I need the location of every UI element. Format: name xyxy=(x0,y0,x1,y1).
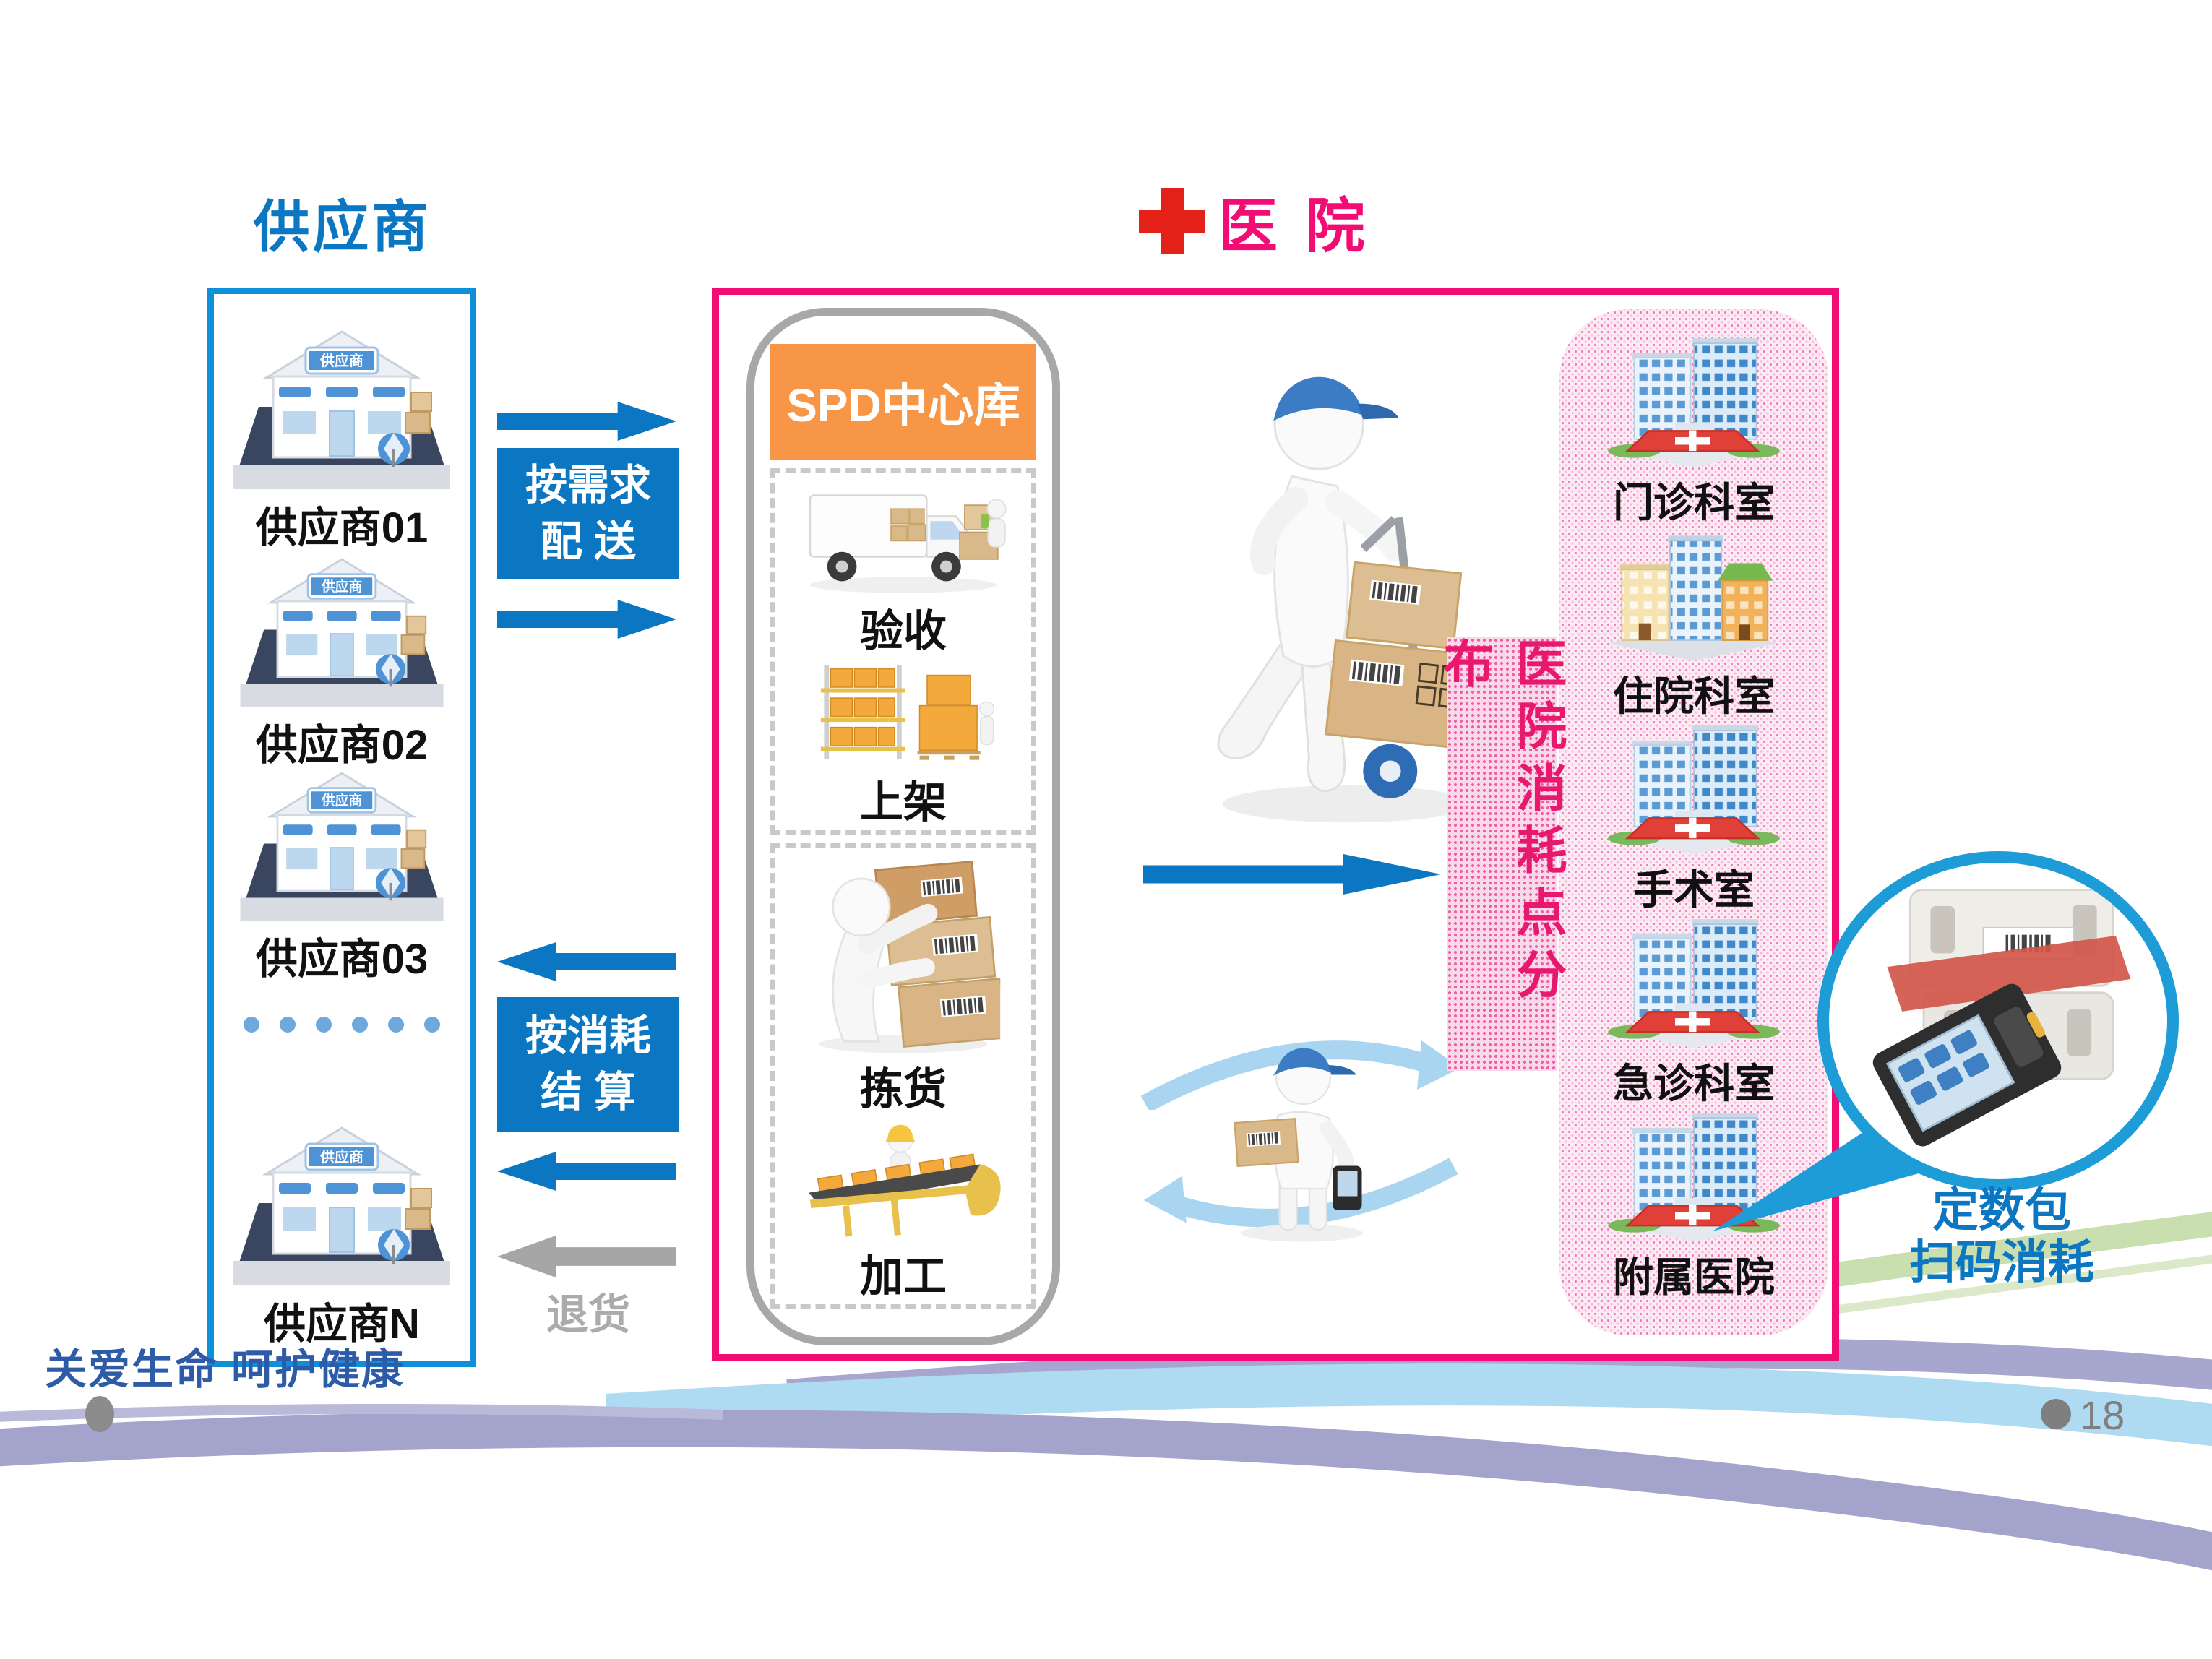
scanner-circle xyxy=(1817,851,2179,1191)
spd-stage-inbound: 验收 上架 xyxy=(770,468,1036,835)
consumption-banner-text: 医院消耗点分布 xyxy=(1437,637,1566,1010)
page-dot-icon xyxy=(2041,1399,2071,1429)
department-label: 附属医院 xyxy=(1613,1254,1775,1300)
supplier-title: 供应商 xyxy=(253,195,431,259)
hospital-building-icon xyxy=(1596,329,1791,470)
inpatient-buildings-icon xyxy=(1596,523,1791,664)
push-arrow-icon xyxy=(1143,854,1441,895)
callout-text: 定数包 扫码消耗 xyxy=(1850,1184,2153,1288)
settle-arrow-top-icon xyxy=(497,942,676,981)
supplier-box: 供应商01 供应商02 供应商03 供应商N xyxy=(207,288,476,1367)
demand-line1: 按需求 xyxy=(525,461,651,509)
shop-icon xyxy=(233,548,450,711)
return-arrow-icon xyxy=(497,1236,676,1277)
step-label-receiving: 验收 xyxy=(860,606,947,655)
spd-box xyxy=(746,308,1060,1345)
consumption-banner: 医院消耗点分布 xyxy=(1437,637,1566,1071)
scanner-photo xyxy=(1872,889,2131,1147)
department-panel: 门诊科室 住院科室 手术室 急诊科室 附属医院 xyxy=(1559,309,1828,1335)
picking-icon xyxy=(799,848,1008,1054)
demand-arrow-top-icon xyxy=(497,402,676,441)
department-item: 门诊科室 xyxy=(1596,329,1791,529)
slogan-text: 关爱生命 呵护健康 xyxy=(45,1346,405,1393)
demand-line2: 配 送 xyxy=(540,518,637,565)
hospital-title: 医 院 xyxy=(1139,178,1371,264)
truck-icon xyxy=(784,473,1023,596)
supplier-item: 供应商02 xyxy=(233,548,450,772)
step-label-processing: 加工 xyxy=(860,1252,947,1301)
supplier-item-label: 供应商01 xyxy=(255,504,429,551)
department-label: 门诊科室 xyxy=(1613,480,1775,525)
page-number: 18 xyxy=(2080,1392,2125,1438)
settle-line1: 按消耗 xyxy=(525,1012,651,1059)
step-label-picking: 拣货 xyxy=(860,1065,947,1114)
hospital-building-icon xyxy=(1596,717,1791,858)
hospital-building-icon xyxy=(1596,910,1791,1051)
supplier-item-label: 供应商02 xyxy=(255,722,429,769)
shop-icon xyxy=(233,762,450,925)
conveyor-icon xyxy=(788,1117,1019,1241)
department-item: 住院科室 xyxy=(1596,523,1791,723)
settle-arrow-bottom-icon xyxy=(497,1152,676,1191)
shop-icon xyxy=(233,320,450,494)
callout-text-line2: 扫码消耗 xyxy=(1909,1236,2094,1288)
hospital-title-text: 医 院 xyxy=(1218,194,1371,259)
callout-text-line1: 定数包 xyxy=(1932,1184,2071,1236)
supplier-item-label: 供应商N xyxy=(264,1301,420,1348)
settlement-badge: 按消耗 结 算 xyxy=(497,997,679,1132)
department-item: 手术室 xyxy=(1596,717,1791,916)
red-cross-icon xyxy=(1139,187,1205,254)
supplier-item-label: 供应商03 xyxy=(255,936,429,983)
spd-header: SPD中心库 xyxy=(770,344,1036,460)
left-dot-icon xyxy=(85,1396,114,1432)
department-label: 急诊科室 xyxy=(1613,1061,1775,1106)
scan-worker-icon xyxy=(1208,1026,1396,1243)
supplier-item: 供应商N xyxy=(233,1116,450,1350)
settle-line2: 结 算 xyxy=(540,1069,637,1116)
step-label-shelving: 上架 xyxy=(860,778,947,827)
department-label: 手术室 xyxy=(1633,867,1755,913)
supplier-ellipsis-dots xyxy=(233,1017,450,1033)
demand-delivery-badge: 按需求 配 送 xyxy=(497,448,679,579)
department-label: 住院科室 xyxy=(1613,673,1775,719)
department-item: 急诊科室 xyxy=(1596,910,1791,1110)
cycle-arrow-bottom-icon xyxy=(1143,1158,1458,1228)
shop-icon xyxy=(233,1116,450,1290)
department-item: 附属医院 xyxy=(1596,1104,1791,1304)
demand-arrow-bottom-icon xyxy=(497,600,676,639)
supplier-item: 供应商01 xyxy=(233,320,450,554)
spd-stage-outbound: 拣货 加工 xyxy=(770,843,1036,1309)
return-label: 退货 xyxy=(546,1291,630,1338)
rack-icon xyxy=(795,659,1012,767)
supplier-item: 供应商03 xyxy=(233,762,450,986)
